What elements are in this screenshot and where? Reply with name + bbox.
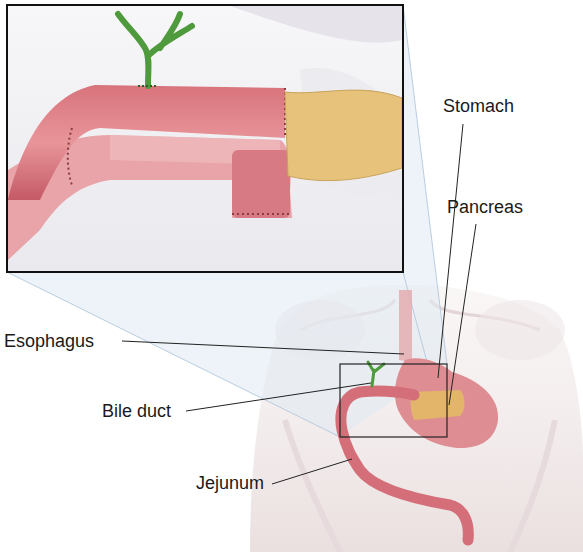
organ-label: Bile duct bbox=[102, 400, 171, 422]
leader-lines bbox=[122, 124, 476, 484]
highlight-box bbox=[340, 364, 447, 437]
surgery-inset bbox=[7, 5, 403, 272]
body-organs bbox=[341, 290, 498, 540]
organ-label: Pancreas bbox=[447, 196, 523, 218]
organ-label: Stomach bbox=[443, 95, 514, 117]
zoom-wedge bbox=[7, 5, 447, 437]
organ-label: Jejunum bbox=[196, 472, 264, 494]
organ-label: Esophagus bbox=[4, 330, 94, 352]
